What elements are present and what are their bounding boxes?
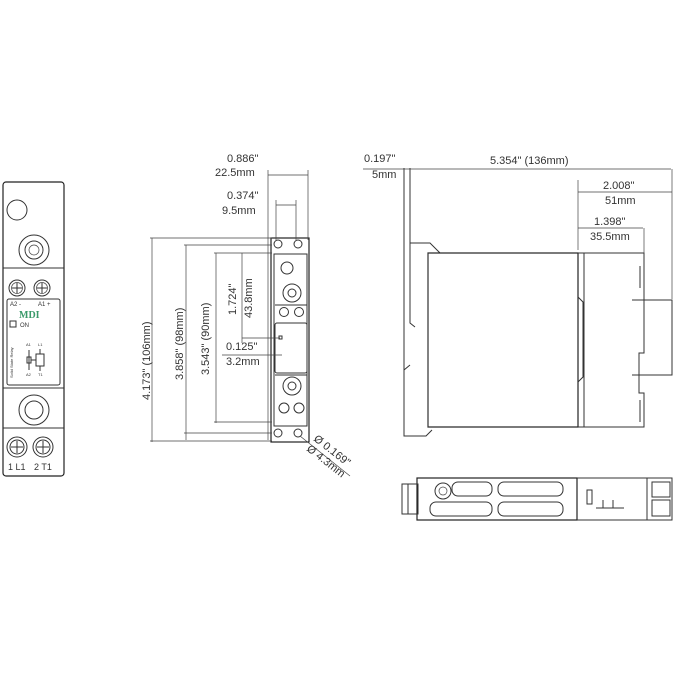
svg-text:A2: A2 bbox=[26, 372, 32, 377]
side-housing bbox=[427, 252, 579, 428]
width-inch-dim: 0.886" bbox=[227, 153, 259, 165]
depth-total-dim: 5.354" (136mm) bbox=[490, 155, 569, 167]
step-depth-mm-dim: 35.5mm bbox=[590, 231, 630, 243]
led-inset-mm-dim: 3.2mm bbox=[226, 356, 260, 368]
mounting-view: 0.886" 22.5mm 0.374" 9.5mm 4.173" (106mm… bbox=[141, 153, 353, 480]
mount-height-dim: 3.858" (98mm) bbox=[174, 308, 186, 380]
on-label: ON bbox=[20, 323, 29, 329]
width-mm-dim: 22.5mm bbox=[215, 167, 255, 179]
led-offset-mm-dim: 43.8mm bbox=[243, 278, 255, 318]
hex-screw-top-icon bbox=[18, 234, 50, 266]
svg-text:A1: A1 bbox=[26, 342, 32, 347]
step-depth-inch-dim: 1.398" bbox=[594, 216, 626, 228]
svg-text:T1: T1 bbox=[38, 372, 43, 377]
on-led-indicator bbox=[9, 320, 17, 328]
side-view: 0.197" 5mm 5.354" (136mm) 2.008" 51mm 1.… bbox=[363, 153, 673, 437]
total-height-dim: 4.173" (106mm) bbox=[141, 322, 153, 401]
clip-inch-dim: 0.197" bbox=[364, 153, 396, 165]
terminal-a2-label: A2 - bbox=[10, 302, 21, 308]
hex-screw-bottom-icon bbox=[18, 394, 50, 426]
led-inset-inch-dim: 0.125" bbox=[226, 341, 258, 353]
led-offset-inch-dim: 1.724" bbox=[227, 283, 239, 315]
front-depth-mm-dim: 51mm bbox=[605, 195, 636, 207]
terminal-a1-label: A1 + bbox=[38, 302, 51, 308]
led-marker bbox=[278, 335, 283, 340]
front-depth-inch-dim: 2.008" bbox=[603, 180, 635, 192]
terminal-2t1-label: 2 T1 bbox=[34, 462, 52, 472]
clip-mm-dim: 5mm bbox=[372, 169, 396, 181]
terminal-1l1-label: 1 L1 bbox=[8, 462, 26, 472]
rail-mm-dim: 9.5mm bbox=[222, 205, 256, 217]
relay-schematic-icon: A1 L1 A2 T1 bbox=[26, 342, 45, 377]
svg-text:L1: L1 bbox=[38, 342, 43, 347]
mounting-hole-icon bbox=[6, 199, 28, 221]
front-view: A2 - A1 + MDI ON Solid State Relay A1 L1… bbox=[2, 181, 65, 477]
load-terminal-screws-icon bbox=[6, 436, 54, 458]
side-caption: Solid State Relay bbox=[9, 347, 14, 378]
body-height-dim: 3.543" (90mm) bbox=[200, 303, 212, 375]
bottom-view bbox=[401, 477, 673, 521]
front-housing bbox=[2, 181, 65, 477]
rail-inch-dim: 0.374" bbox=[227, 190, 259, 202]
control-terminal-screws-icon bbox=[8, 279, 51, 297]
front-label-panel bbox=[6, 298, 61, 386]
brand-logo: MDI bbox=[19, 310, 40, 321]
mounting-housing bbox=[270, 237, 310, 443]
